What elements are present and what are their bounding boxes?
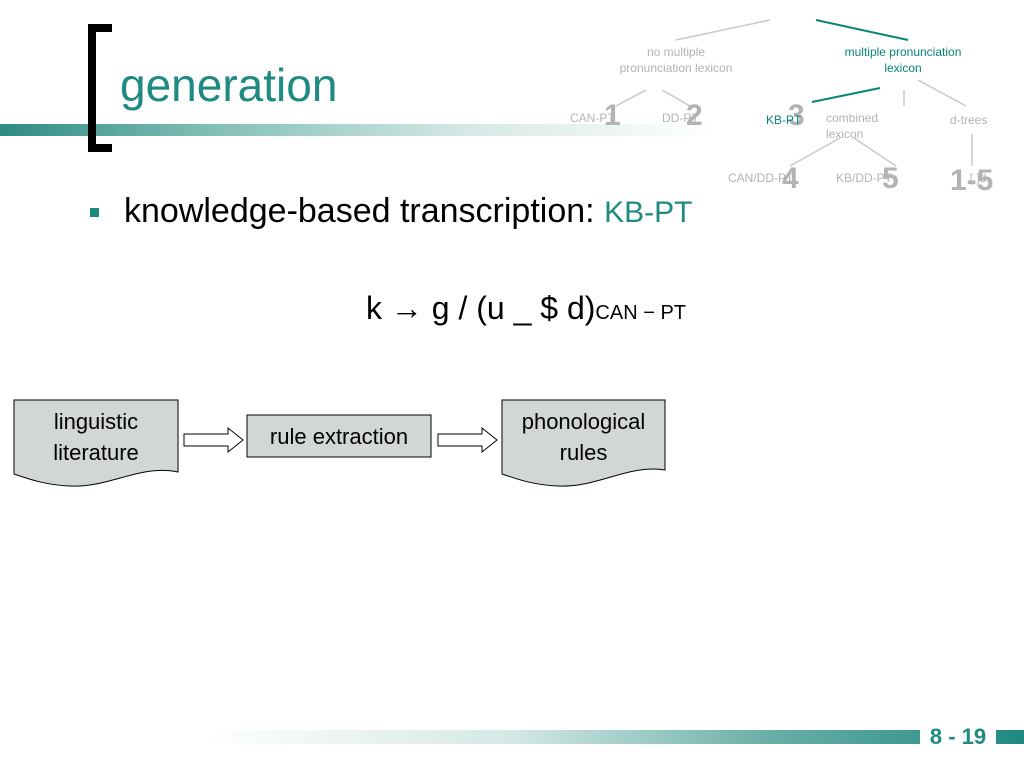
flow-box3-line2: rules — [559, 440, 608, 465]
tree-num-1: 1 — [604, 99, 621, 132]
flow-arrow-1 — [183, 426, 244, 454]
flow-box-phonological-rules — [501, 399, 666, 487]
tree-num-5: 5 — [882, 162, 899, 195]
page-number: 8 - 19 — [920, 723, 996, 751]
tree-leaf-can-pt: CAN-PT — [570, 111, 615, 125]
tree-edge-active — [811, 87, 881, 103]
flow-box1-line2: literature — [53, 440, 139, 465]
rule-formula: k → g / (u _ $ d)CAN − PT — [366, 290, 686, 327]
tree-node-no-multiple-line2: pronunciation lexicon — [619, 61, 733, 75]
title-bracket-top — [88, 24, 112, 32]
flow-arrow-2 — [437, 426, 498, 454]
tree-leaf-bracket: [ ]d — [969, 171, 987, 185]
tree-leaf-dd-pt: DD-PT — [662, 111, 699, 125]
bullet-square-icon — [90, 208, 99, 217]
tree-node-multiple: multiple pronunciation lexicon — [830, 44, 976, 76]
tree-num-4: 4 — [782, 162, 799, 195]
tree-edge — [853, 137, 897, 167]
title-bracket-bottom — [88, 144, 112, 152]
bullet-line: knowledge-based transcription: KB-PT — [124, 192, 692, 231]
flow-box1-line1: linguistic — [53, 409, 139, 434]
tree-node-multiple-line2: lexicon — [884, 61, 922, 75]
title-bracket-icon — [88, 24, 96, 152]
flow-box-rule-extraction — [246, 414, 432, 458]
slide-title: generation — [120, 59, 338, 111]
tree-edge — [615, 89, 647, 107]
tree-node-multiple-line1: multiple pronunciation — [844, 45, 962, 59]
tree-leaf-kb-pt: KB-PT — [766, 113, 802, 127]
tree-leaf-combined-line1: combined — [826, 111, 879, 125]
tree-num-1-5: 1-5 — [950, 164, 994, 197]
tree-edge — [789, 137, 841, 167]
tree-leaf-combined: combined lexicon — [826, 110, 878, 142]
flow-box-literature — [13, 399, 179, 487]
tree-num-3: 3 — [788, 99, 805, 132]
tree-num-2: 2 — [686, 99, 703, 132]
flow-box-phonological-label: phonological rules — [502, 406, 665, 468]
tree-leaf-combined-line2: lexicon — [826, 127, 864, 141]
tree-leaf-d-trees: d-trees — [950, 113, 988, 127]
tree-leaf-kb-dd-pt: KB/DD-PT — [836, 171, 893, 185]
flow-diagram — [13, 399, 666, 487]
formula-subscript: CAN − PT — [595, 302, 686, 324]
decision-tree-lines — [615, 19, 973, 167]
bullet-text: knowledge-based transcription: — [124, 192, 605, 230]
title-gradient-bar — [0, 124, 1024, 136]
flow-box-rule-extraction-label: rule extraction — [269, 424, 409, 449]
footer-gradient-bar — [0, 730, 1024, 744]
tree-edge — [661, 89, 691, 107]
flow-box3-line1: phonological — [521, 409, 646, 434]
tree-node-no-multiple-line1: no multiple — [646, 45, 706, 59]
formula-main: k → g / (u _ $ d) — [366, 290, 596, 326]
tree-edge — [675, 19, 771, 41]
bullet-accent: KB-PT — [604, 196, 693, 229]
tree-node-no-multiple: no multiple pronunciation lexicon — [606, 44, 746, 76]
tree-edge-active — [815, 19, 909, 41]
tree-leaf-can-dd-pt: CAN/DD-PT — [728, 171, 794, 185]
tree-edge — [917, 79, 967, 107]
flow-box-literature-label: linguistic literature — [14, 406, 178, 468]
